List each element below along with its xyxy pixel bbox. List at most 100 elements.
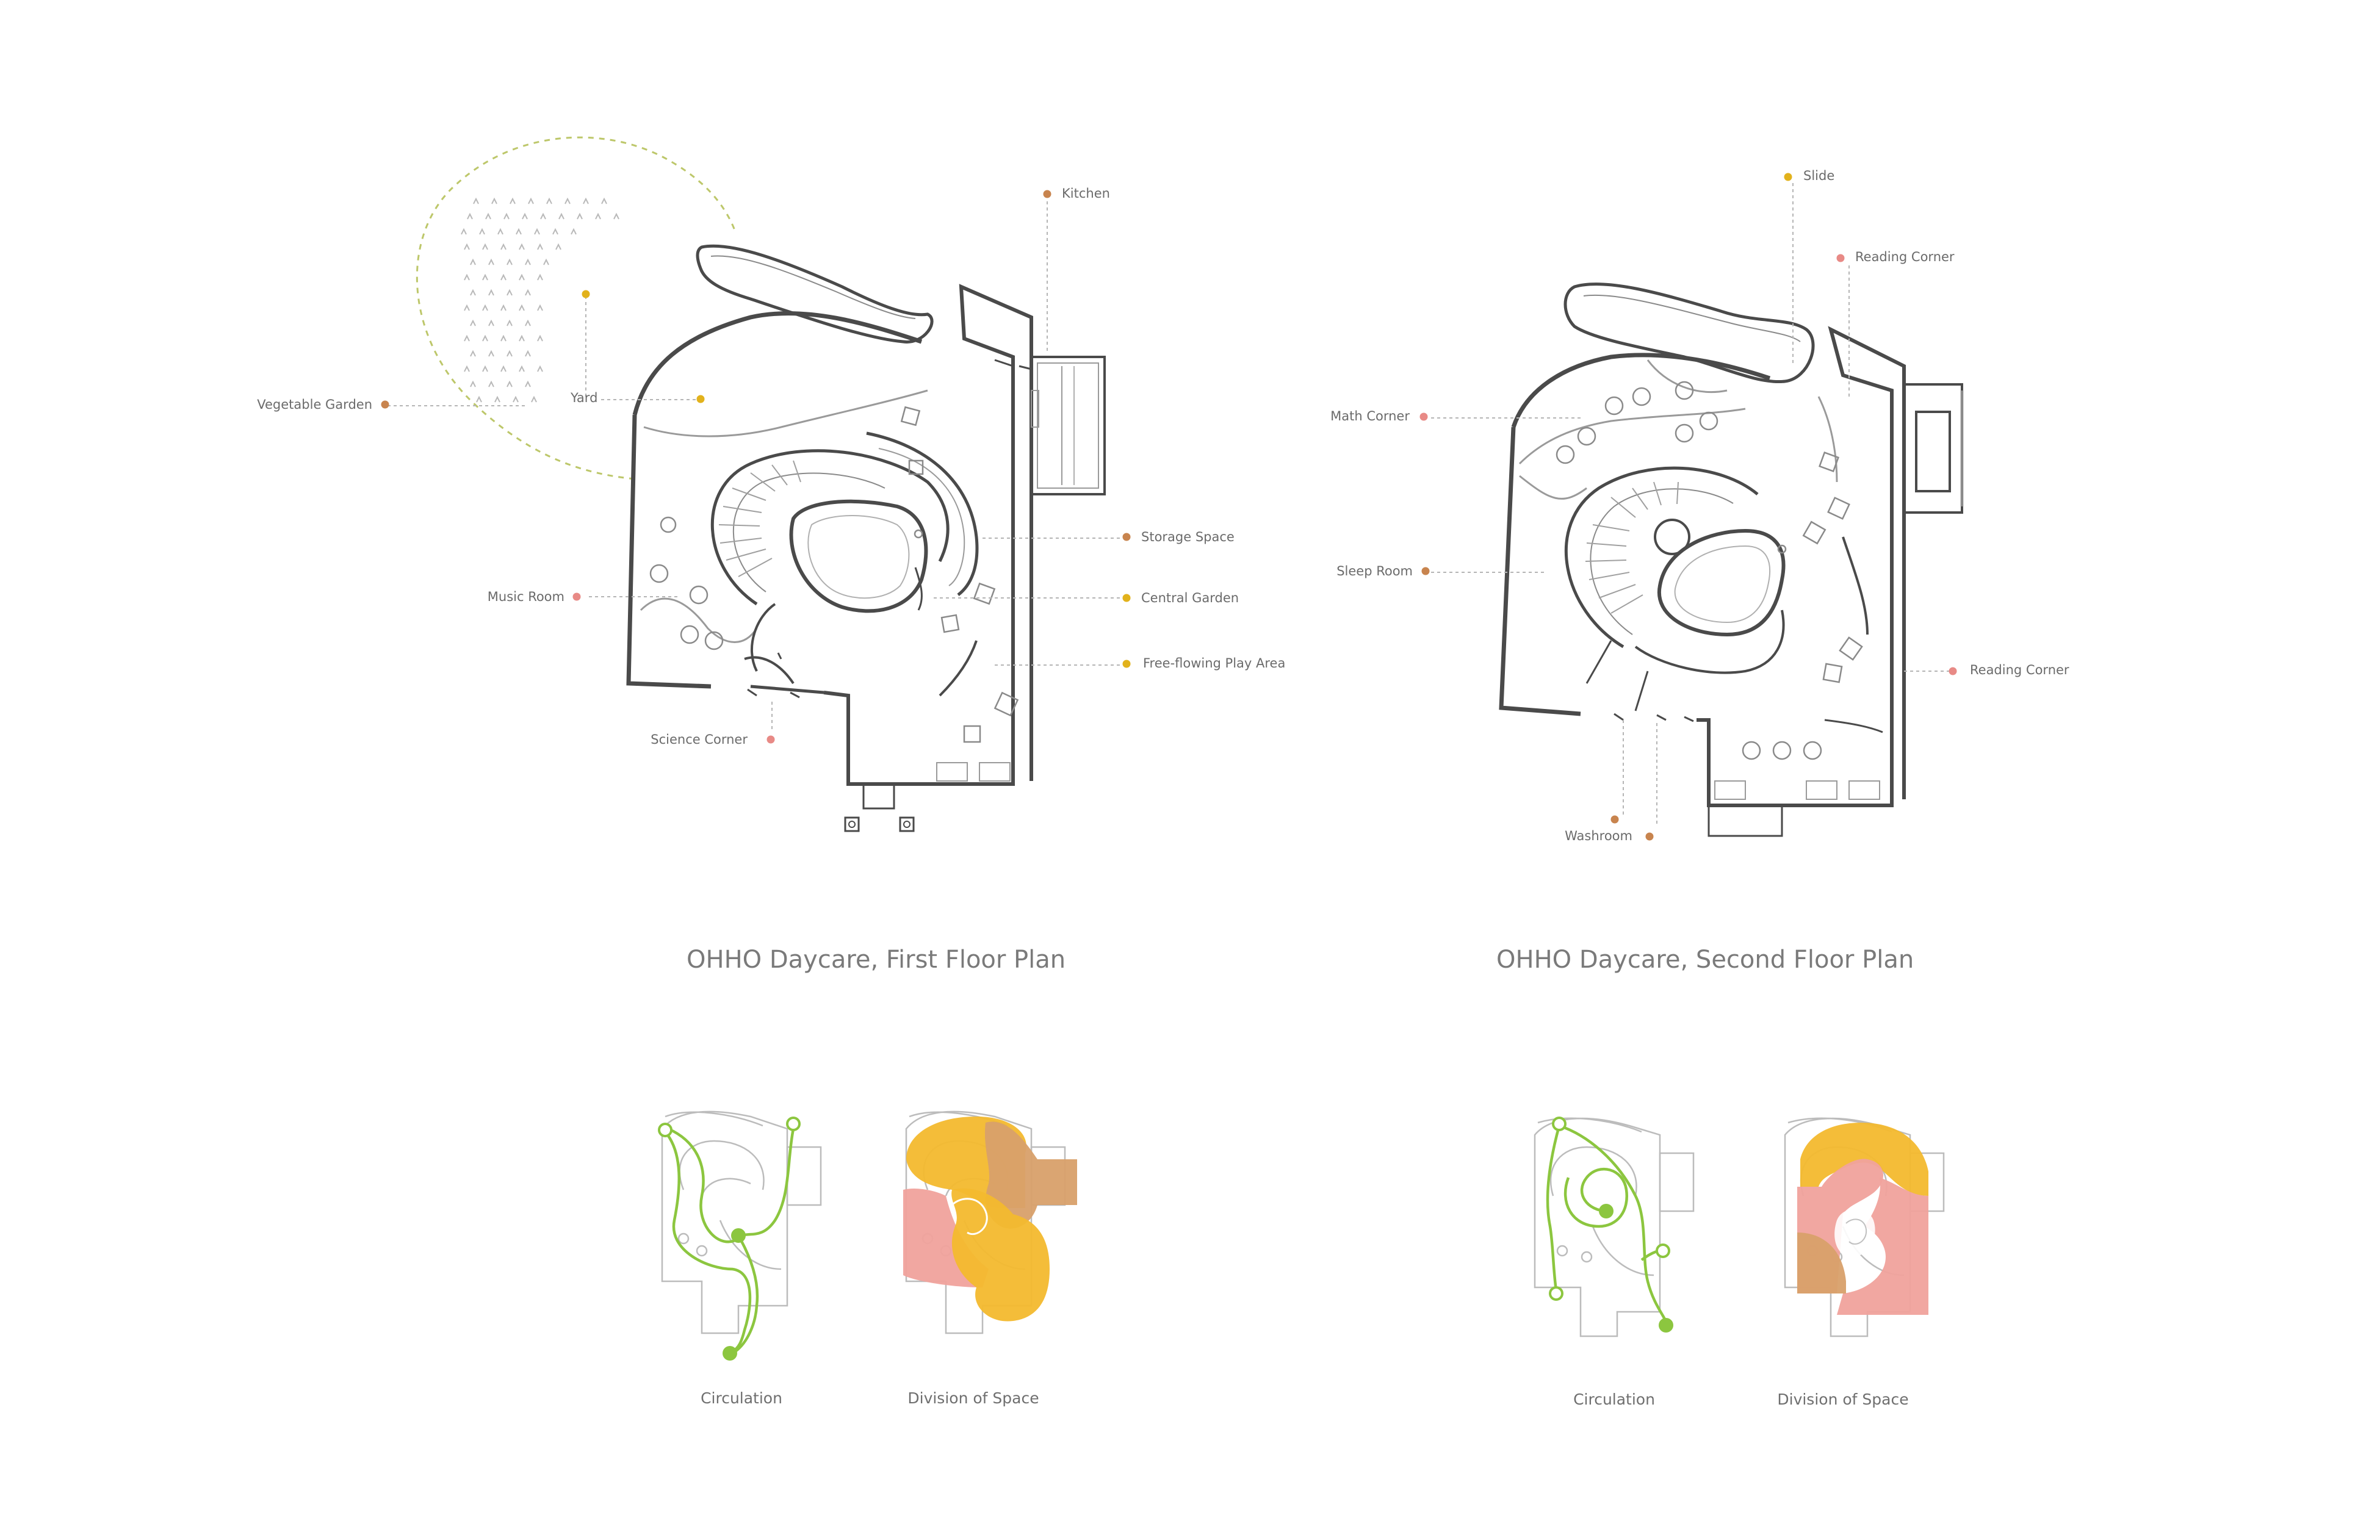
label-music-room: Music Room — [487, 589, 564, 604]
garden-mark — [485, 212, 491, 220]
yard-boundary — [416, 136, 737, 480]
garden-mark — [470, 380, 476, 387]
garden-mark — [488, 258, 494, 265]
garden-mark — [488, 319, 494, 326]
first-floor-title: OHHO Daycare, First Floor Plan — [687, 946, 1066, 974]
garden-mark — [476, 395, 482, 403]
garden-mark — [507, 258, 513, 265]
garden-mark — [494, 395, 500, 403]
garden-mark — [534, 228, 540, 235]
garden-mark — [519, 273, 525, 281]
garden-mark — [482, 334, 488, 342]
garden-mark — [522, 212, 528, 220]
garden-mark — [488, 350, 494, 357]
garden-mark — [558, 212, 564, 220]
label-vegetable-garden: Vegetable Garden — [257, 397, 372, 412]
garden-mark — [571, 228, 577, 235]
garden-mark — [519, 334, 525, 342]
garden-mark — [537, 304, 543, 311]
label-reading-corner-top: Reading Corner — [1855, 250, 1955, 264]
garden-mark — [525, 350, 531, 357]
caption-first-division: Division of Space — [907, 1389, 1039, 1407]
garden-mark — [503, 212, 510, 220]
garden-mark — [482, 273, 488, 281]
marker-dots — [381, 173, 1957, 841]
garden-mark — [488, 380, 494, 387]
garden-mark — [507, 319, 513, 326]
garden-mark — [583, 197, 589, 204]
garden-mark — [473, 197, 479, 204]
garden-mark — [507, 289, 513, 296]
vegetable-garden-pattern — [461, 197, 619, 403]
garden-mark — [470, 289, 476, 296]
garden-mark — [500, 273, 507, 281]
caption-first-circulation: Circulation — [701, 1389, 782, 1407]
caption-second-division: Division of Space — [1777, 1391, 1909, 1408]
garden-mark — [525, 289, 531, 296]
caption-second-circulation: Circulation — [1573, 1391, 1655, 1408]
label-slide: Slide — [1803, 168, 1835, 183]
label-reading-corner-right: Reading Corner — [1970, 663, 2069, 677]
garden-mark — [500, 334, 507, 342]
garden-mark — [552, 228, 558, 235]
garden-mark — [464, 334, 470, 342]
garden-mark — [516, 228, 522, 235]
first-circulation-diagram — [658, 1110, 822, 1361]
garden-mark — [513, 395, 519, 403]
garden-mark — [464, 304, 470, 311]
garden-mark — [564, 197, 571, 204]
garden-mark — [525, 380, 531, 387]
garden-mark — [500, 304, 507, 311]
label-storage-space: Storage Space — [1141, 530, 1235, 544]
label-washroom: Washroom — [1565, 829, 1632, 843]
second-division-diagram — [1784, 1117, 1945, 1337]
garden-mark — [528, 197, 534, 204]
first-floor-plan — [416, 136, 1105, 831]
second-circulation-diagram — [1534, 1117, 1695, 1337]
second-floor-plan — [1501, 284, 1962, 836]
garden-mark — [470, 319, 476, 326]
garden-mark — [519, 243, 525, 250]
garden-mark — [464, 273, 470, 281]
garden-mark — [470, 258, 476, 265]
garden-mark — [500, 365, 507, 372]
garden-mark — [519, 304, 525, 311]
leader-lines — [388, 183, 1953, 824]
garden-mark — [543, 258, 549, 265]
garden-mark — [497, 228, 503, 235]
garden-mark — [491, 197, 497, 204]
garden-mark — [595, 212, 601, 220]
garden-mark — [464, 365, 470, 372]
garden-mark — [555, 243, 561, 250]
label-sleep-room: Sleep Room — [1336, 564, 1413, 578]
garden-mark — [531, 395, 537, 403]
garden-mark — [577, 212, 583, 220]
garden-mark — [613, 212, 619, 220]
label-science-corner: Science Corner — [651, 732, 748, 747]
garden-mark — [482, 304, 488, 311]
garden-mark — [540, 212, 546, 220]
garden-mark — [525, 258, 531, 265]
garden-mark — [507, 350, 513, 357]
garden-mark — [467, 212, 473, 220]
first-division-diagram — [903, 1110, 1077, 1334]
garden-mark — [488, 289, 494, 296]
garden-mark — [482, 243, 488, 250]
label-free-flowing-play-area: Free-flowing Play Area — [1143, 656, 1286, 671]
label-central-garden: Central Garden — [1141, 591, 1239, 605]
garden-mark — [461, 228, 467, 235]
garden-mark — [479, 228, 485, 235]
garden-mark — [470, 350, 476, 357]
garden-mark — [507, 380, 513, 387]
garden-mark — [525, 319, 531, 326]
garden-mark — [537, 273, 543, 281]
garden-mark — [510, 197, 516, 204]
garden-mark — [546, 197, 552, 204]
garden-mark — [537, 243, 543, 250]
second-floor-title: OHHO Daycare, Second Floor Plan — [1496, 946, 1914, 974]
garden-mark — [519, 365, 525, 372]
label-yard: Yard — [571, 390, 598, 405]
garden-mark — [601, 197, 607, 204]
